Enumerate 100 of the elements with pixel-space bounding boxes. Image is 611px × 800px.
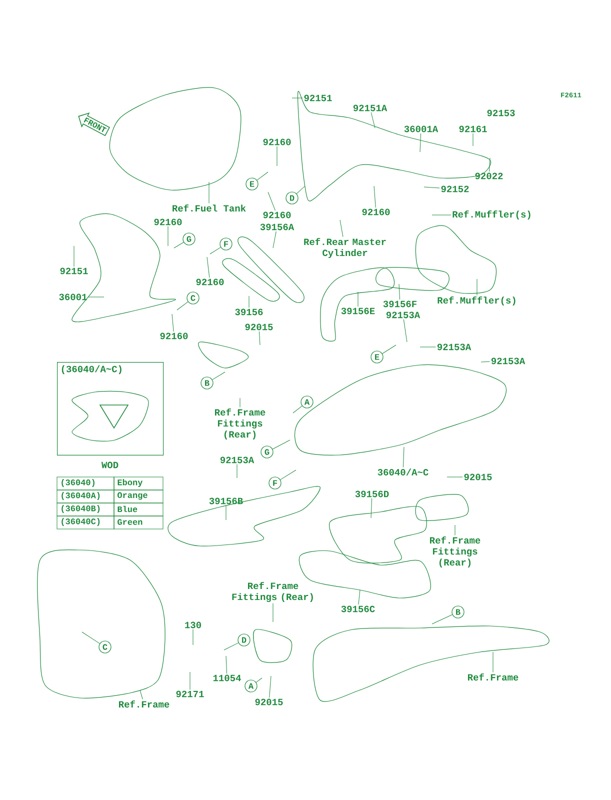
inset-box: (36040/A~C) (57, 362, 164, 456)
part-number: 92160 (160, 332, 188, 340)
callout-letter: G (182, 232, 196, 246)
leader-line (226, 656, 228, 674)
callout-letter: A (300, 396, 314, 408)
leader-line (446, 476, 463, 478)
leader-line (480, 361, 490, 362)
table-cell: Green (114, 516, 164, 530)
leader-line (403, 319, 408, 342)
part-number: 92160 (263, 212, 291, 218)
part-number: 92022 (475, 172, 503, 180)
leader-line (492, 652, 494, 672)
leader-line (398, 284, 400, 300)
reference-label: Ref.Frame Fittings (Rear) (232, 582, 313, 602)
leader-line (269, 676, 272, 698)
part-number: 92151 (60, 268, 88, 274)
part-number: 92153A (491, 358, 526, 364)
callout-letter: E (370, 350, 384, 364)
leader-line (454, 524, 456, 536)
part-number: 39156D (355, 490, 389, 498)
part-number: 92151A (353, 104, 388, 112)
part-number: 39156C (341, 606, 375, 612)
callout-letter: C (98, 640, 112, 654)
part-number: 11054 (213, 674, 241, 682)
part-number: Ref.Frame (468, 673, 518, 681)
leader-line (370, 498, 372, 518)
table-cell: (36040B) (56, 502, 114, 516)
leader-line (248, 296, 250, 308)
part-number: 92153A (220, 456, 254, 464)
part-number: 39156B (209, 498, 243, 504)
part-number: 39156E (341, 308, 375, 314)
leader-line (402, 446, 404, 468)
leader-line (382, 344, 396, 354)
part-number: 92153A (437, 344, 472, 350)
part-number: 92153 (487, 110, 515, 116)
leader-line (472, 133, 474, 146)
part-number: Ref.Muffler(s) (438, 296, 516, 306)
leader-line (259, 331, 260, 346)
part-number: 92153A (386, 312, 420, 318)
part-number: 36040/A~C (378, 468, 428, 476)
callout-letter: A (244, 680, 258, 692)
part-number: 92160 (362, 208, 390, 216)
reference-label: Ref.Frame Fittings (Rear) (430, 536, 480, 568)
leader-line (489, 158, 490, 172)
part-number: 92171 (176, 690, 204, 698)
leader-line (224, 642, 239, 650)
leader-line (272, 440, 290, 450)
leader-line (140, 690, 143, 700)
leader-line (256, 678, 262, 683)
leader-line (280, 470, 296, 480)
leader-line (256, 172, 268, 180)
leader-line (374, 186, 376, 208)
leader-line (206, 256, 210, 278)
leader-line (236, 464, 238, 478)
part-number: 92015 (464, 474, 492, 480)
leader-line (476, 278, 478, 296)
reference-label: Ref.Frame Fittings (Rear) (215, 408, 266, 440)
part-number: 36001 (59, 294, 87, 300)
part-number: 92160 (263, 138, 291, 146)
leader-line (88, 296, 104, 298)
table-cell: Orange (114, 490, 164, 504)
leader-line (174, 242, 184, 248)
part-number: 130 (185, 622, 201, 628)
leader-line (292, 406, 302, 414)
table-cell: Blue (114, 502, 164, 516)
part-number: 39156 (235, 308, 263, 316)
leader-line (370, 112, 376, 128)
part-number: 39156A (260, 224, 294, 230)
leader-line (268, 192, 276, 211)
leader-line (272, 602, 274, 622)
callout-letter: C (186, 292, 200, 304)
leader-line (210, 247, 221, 254)
leader-line (432, 614, 453, 624)
part-number: 92015 (245, 324, 273, 330)
callout-letter: G (260, 446, 274, 458)
part-number: 92015 (255, 698, 283, 706)
table-cell: (36040A) (56, 490, 114, 504)
leader-line (358, 590, 360, 605)
part-number: 92160 (154, 218, 182, 226)
table-cell: (36040C) (56, 516, 114, 530)
leader-line (420, 346, 436, 348)
leader-line (82, 632, 100, 644)
node-label: WOD (101, 462, 118, 468)
leader-line (296, 186, 306, 194)
table-cell: Ebony (114, 476, 164, 490)
part-number: 39156F (383, 300, 417, 308)
leader-line (424, 186, 440, 188)
part-number: 92160 (196, 278, 224, 286)
part-number: 36001A (404, 126, 438, 132)
table-cell: (36040) (56, 476, 114, 490)
callout-letter: F (220, 238, 232, 250)
callout-letter: B (452, 606, 464, 618)
part-number: 92151 (304, 94, 332, 102)
leader-line (340, 220, 344, 238)
part-number: 92161 (459, 126, 487, 132)
callout-letter: E (246, 178, 258, 190)
part-number: 92152 (441, 186, 469, 192)
leader-line (172, 314, 174, 332)
leader-line (192, 629, 194, 646)
part-number: Ref.Fuel Tank (172, 204, 246, 212)
